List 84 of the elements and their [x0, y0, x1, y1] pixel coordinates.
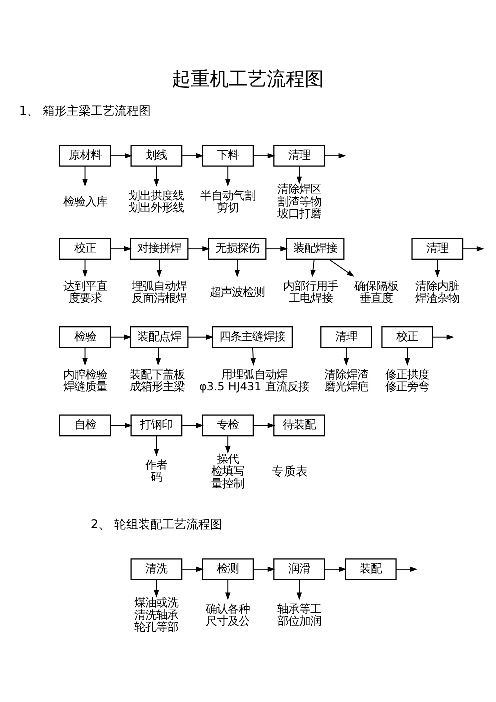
- diagram-title: 起重机工艺流程图: [172, 70, 324, 91]
- node-box: 下料: [202, 145, 254, 167]
- node-text: 内腔检验 焊缝质量: [63, 368, 108, 394]
- node-box: 四条主缝焊接: [212, 326, 294, 348]
- node-text: 半自动气割 剪切: [200, 189, 256, 215]
- node-box: 装配: [345, 558, 397, 580]
- node-box: 对接拼焊: [130, 238, 189, 260]
- node-box: 自检: [59, 414, 112, 437]
- node-box: 清理: [320, 326, 372, 348]
- arrow: [225, 166, 231, 187]
- arrow: [188, 246, 210, 252]
- node-text: 确保隔板 垂直度: [354, 280, 399, 306]
- arrow: [82, 259, 88, 278]
- node-box: 清洗: [130, 558, 183, 580]
- node-text: 清除焊区 割渣等物 坡口打磨: [278, 183, 322, 221]
- arrow: [154, 579, 160, 598]
- node-text: 修正拱度 修正旁弯: [386, 368, 430, 394]
- label: 专质表: [272, 464, 308, 478]
- arrow: [110, 423, 133, 428]
- node-box: 原材料: [59, 145, 112, 167]
- node-text: 轴承等工 部位加润: [278, 602, 322, 628]
- node-box: 检验: [59, 326, 112, 348]
- arrow: [266, 246, 288, 252]
- arrow: [435, 259, 440, 278]
- arrow: [396, 566, 418, 572]
- arrow: [154, 436, 160, 457]
- arrow: [328, 259, 355, 278]
- node-box: 专检: [202, 414, 254, 437]
- node-text: 达到平直 度要求: [63, 280, 108, 306]
- arrow: [225, 579, 231, 600]
- arrow: [250, 348, 256, 366]
- arrow: [253, 423, 276, 428]
- node-box: 校正: [382, 326, 434, 348]
- arrow: [110, 246, 132, 252]
- arrow: [182, 153, 204, 159]
- node-text: 划出拱度线 划出外形线: [129, 189, 184, 215]
- arrow: [404, 348, 410, 366]
- node-box: 检测: [202, 558, 254, 580]
- arrow: [182, 423, 204, 428]
- node-box: 打钢印: [130, 414, 183, 437]
- node-text: 超声波检测: [210, 286, 265, 300]
- node-box: 划线: [130, 145, 183, 167]
- node-box: 待装配: [274, 414, 326, 437]
- arrow: [82, 166, 88, 187]
- arrow: [310, 259, 316, 278]
- arrow: [296, 579, 302, 600]
- arrow: [324, 566, 347, 572]
- node-text: 清除焊渣 磨光焊疤: [324, 368, 368, 394]
- node-text: 装配下盖板 成箱形主梁: [130, 368, 186, 394]
- arrow: [225, 436, 231, 454]
- node-box: 装配点焊: [130, 326, 189, 348]
- arrow: [110, 334, 132, 340]
- arrow: [432, 334, 454, 340]
- arrow: [462, 246, 484, 252]
- node-box: 校正: [59, 238, 112, 260]
- node-text: 清除内脏 焊渣杂物: [416, 280, 460, 306]
- node-box: 清理: [274, 145, 326, 167]
- arrow: [82, 348, 88, 366]
- node-box: 润滑: [274, 558, 326, 580]
- node-text: 用埋弧自动焊 φ3.5 HJ431 直流反接: [200, 368, 310, 394]
- arrow: [253, 566, 276, 572]
- arrow: [253, 153, 276, 159]
- arrow: [156, 348, 162, 366]
- node-text: 操代 检填写 量控制: [212, 452, 245, 490]
- arrow: [156, 259, 162, 278]
- node-text: 检验入库: [63, 195, 108, 208]
- arrow: [188, 334, 214, 340]
- arrow: [154, 166, 160, 187]
- node-text: 作者 码: [146, 459, 168, 484]
- node-text: 确认各种 尺寸及公: [206, 602, 250, 628]
- node-text: 内部行用手 工电焊接: [283, 280, 338, 306]
- arrow: [296, 166, 302, 184]
- label: 1、 箱形主梁工艺流程图: [19, 104, 152, 118]
- arrow: [344, 348, 350, 366]
- arrow: [324, 153, 346, 159]
- node-text: 煤油或洗 清洗轴承 轮孔等部: [134, 596, 179, 634]
- arrow: [182, 566, 204, 572]
- arrow: [234, 259, 240, 278]
- node-box: 无损探伤: [208, 238, 267, 260]
- node-box: 清理: [412, 238, 464, 260]
- node-box: 装配焊接: [286, 238, 345, 260]
- node-text: 埋弧自动焊 反面清根焊: [132, 280, 188, 306]
- label: 2、 轮组装配工艺流程图: [90, 518, 223, 532]
- arrow: [110, 153, 133, 159]
